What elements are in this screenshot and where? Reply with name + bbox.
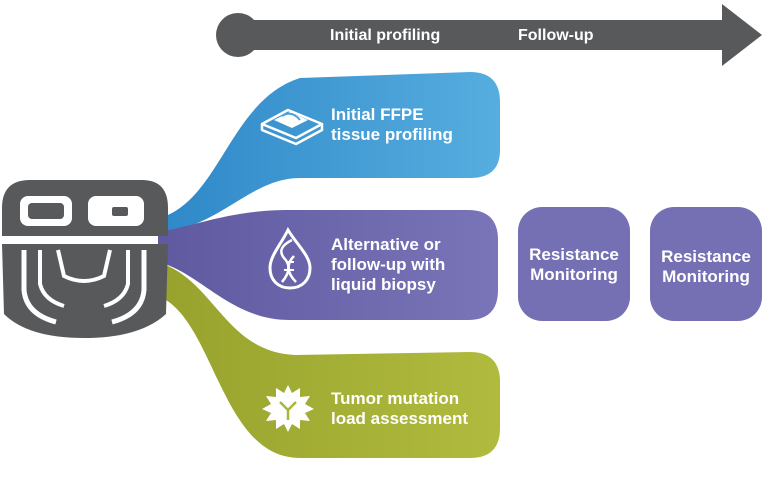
branch-liquid-biopsy-shape [158, 210, 498, 320]
branch-ffpe-label: Initial FFPE tissue profiling [331, 105, 453, 145]
branch-tmb-line-1: Tumor mutation [331, 389, 460, 408]
branch-ffpe-line-2: tissue profiling [331, 125, 453, 144]
branch-ffpe-shape [160, 72, 500, 232]
monitoring-box-1-line-1: Resistance [529, 245, 619, 264]
monitoring-box-1-line-2: Monitoring [530, 265, 618, 284]
monitoring-box-1-shape [518, 207, 630, 321]
monitoring-box-2-line-1: Resistance [661, 247, 751, 266]
blood-drop-dna-icon [268, 226, 312, 290]
branch-ffpe-line-1: Initial FFPE [331, 105, 424, 124]
tissue-slide-icon [260, 108, 324, 146]
timeline-arrow [216, 4, 762, 66]
monitoring-box-2-label: Resistance Monitoring [650, 247, 762, 287]
sequencer-instrument-icon [2, 180, 168, 338]
branch-liquid-biopsy-label: Alternative or follow-up with liquid bio… [331, 235, 445, 295]
monitoring-box-2-shape [650, 207, 762, 321]
timeline-label-initial-profiling: Initial profiling [330, 27, 441, 44]
monitoring-box-1-label: Resistance Monitoring [518, 245, 630, 285]
timeline-label-follow-up: Follow-up [518, 27, 594, 44]
branch-tmb-shape [158, 262, 500, 458]
branch-tmb-line-2: load assessment [331, 409, 469, 428]
branch-liquid-biopsy-line-3: liquid biopsy [331, 275, 436, 294]
monitoring-box-2-line-2: Monitoring [662, 267, 750, 286]
branch-liquid-biopsy-line-1: Alternative or [331, 235, 441, 254]
branch-tmb-label: Tumor mutation load assessment [331, 389, 468, 429]
tumor-cell-icon [262, 385, 314, 432]
branch-liquid-biopsy-line-2: follow-up with [331, 255, 446, 274]
